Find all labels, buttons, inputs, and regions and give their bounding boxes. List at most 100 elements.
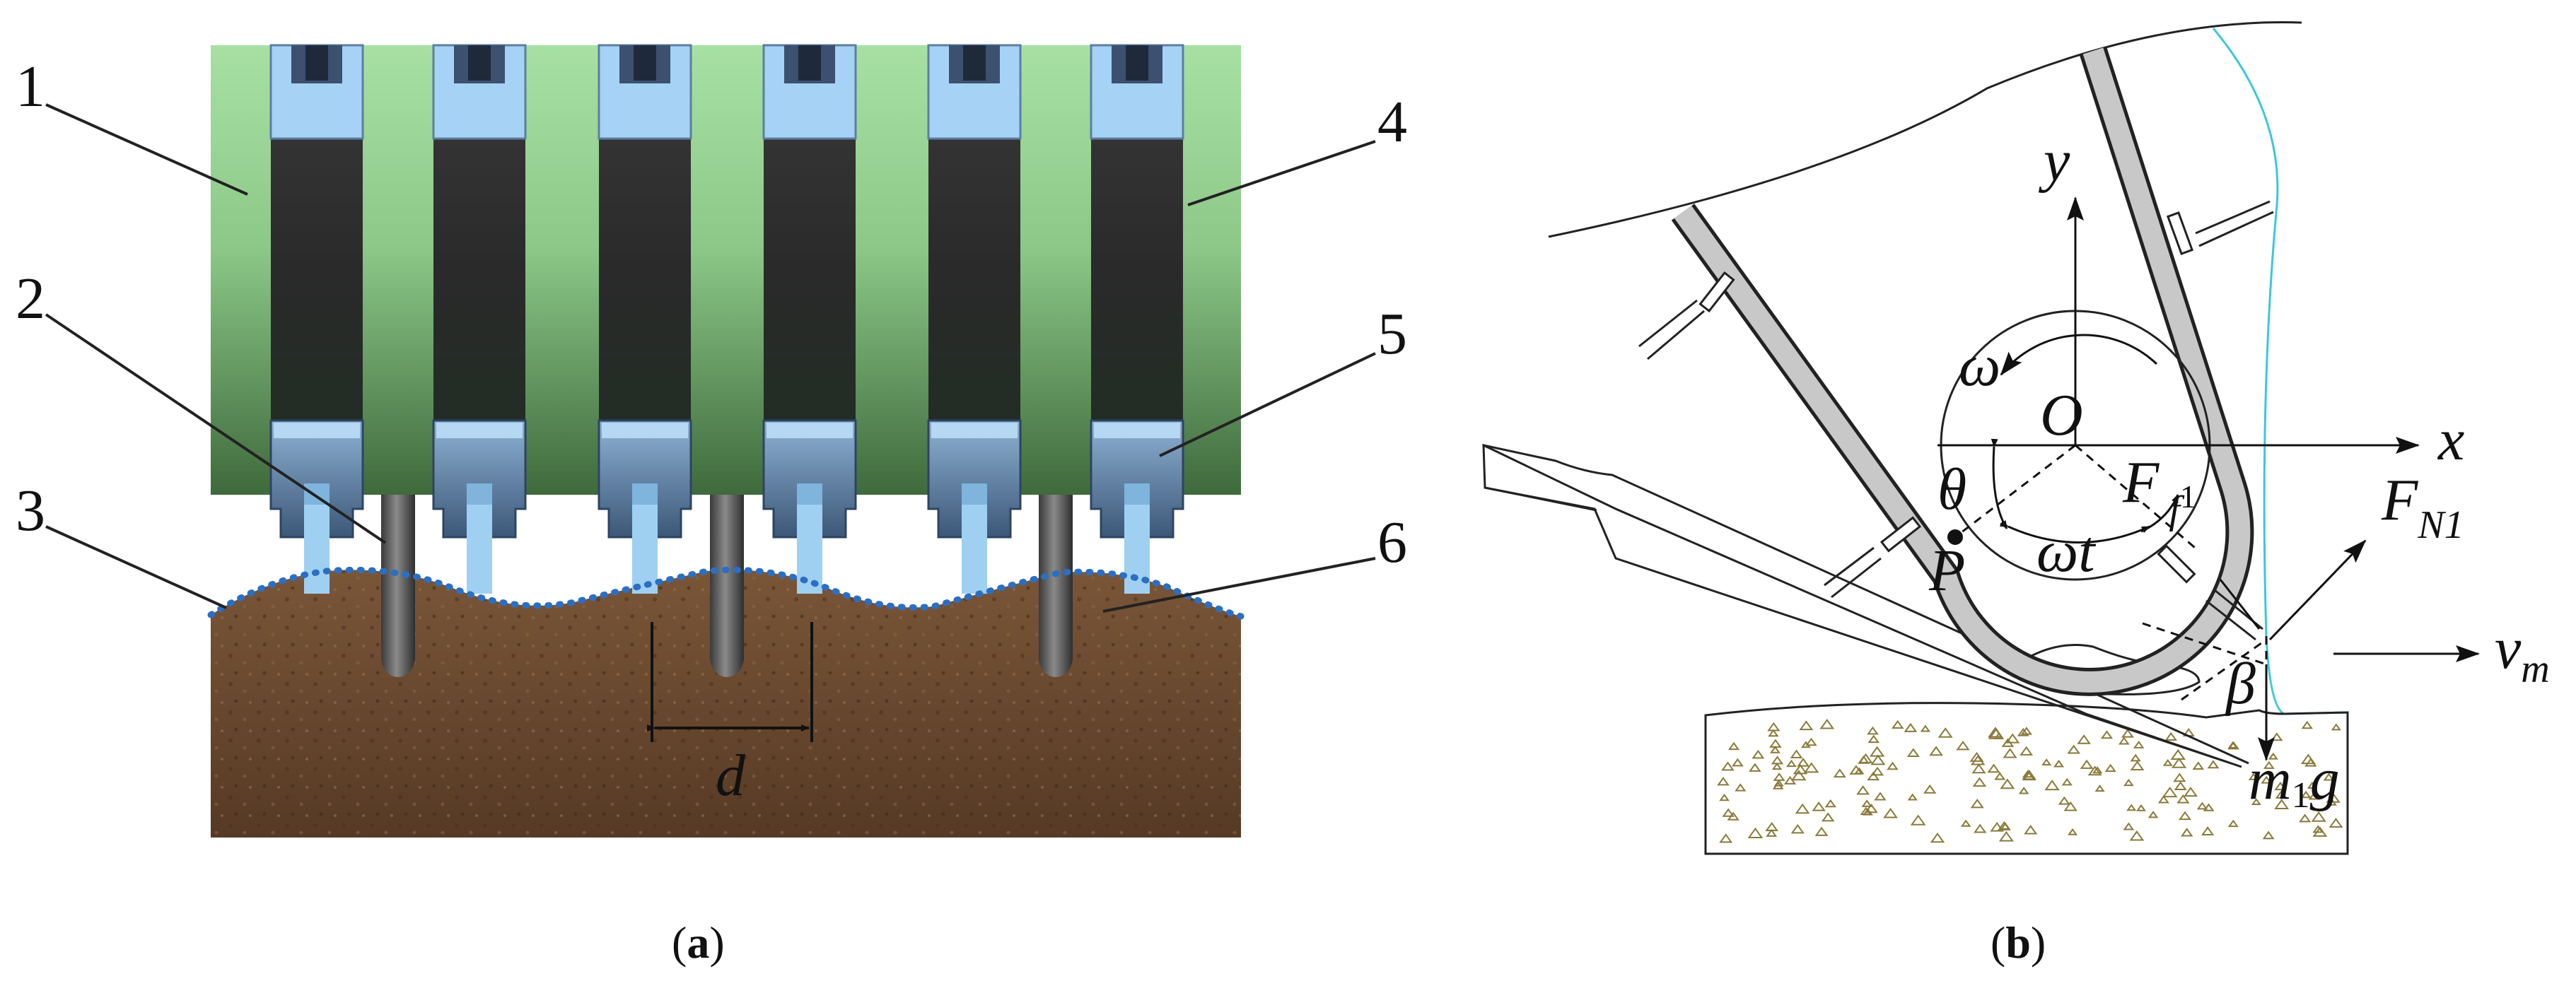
label-beta: β xyxy=(2225,651,2256,717)
panel-a: 1 2 3 4 5 6 d (a) xyxy=(16,44,1407,968)
soil-grain xyxy=(1752,749,1765,759)
soil-grain xyxy=(1867,734,1879,744)
top-slot-inner xyxy=(963,45,986,81)
soil-block xyxy=(1704,702,2349,855)
point-p xyxy=(1947,529,1963,545)
soil-grain xyxy=(1727,811,1739,821)
label-weight: m1g xyxy=(2249,746,2340,816)
flexible-tooth-root xyxy=(1124,483,1150,505)
soil-grain xyxy=(2248,773,2259,780)
soil-grain xyxy=(2005,733,2020,744)
soil-grain xyxy=(1727,741,1740,751)
flexible-tooth-root xyxy=(797,483,822,505)
flexible-tooth-root xyxy=(467,483,492,505)
soil-grain xyxy=(2119,736,2130,745)
soil-grain xyxy=(1719,833,1733,843)
soil-grain xyxy=(2271,732,2283,741)
bottom-block-highlight xyxy=(436,423,523,438)
soil-grain xyxy=(1906,748,1920,758)
bottom-block-highlight xyxy=(274,423,360,438)
soil-grain xyxy=(1814,826,1829,836)
soil-grain xyxy=(1920,724,1931,732)
leader-lines xyxy=(45,103,1376,613)
soil-grain xyxy=(2180,828,2193,837)
top-slot-inner xyxy=(634,45,656,81)
caption-b: (b) xyxy=(1991,917,2046,968)
label-omega-t: ωt xyxy=(2036,519,2097,585)
soil-grain xyxy=(1874,792,1887,801)
soil-grain xyxy=(1771,763,1783,770)
soil-grain xyxy=(2179,811,2192,821)
soil-grain xyxy=(1771,756,1784,765)
top-slot-inner xyxy=(305,45,328,81)
soil-grain xyxy=(2227,819,2239,828)
soil-grain xyxy=(1907,793,1918,801)
soil-grain xyxy=(1956,740,1970,751)
soil-grain xyxy=(2123,822,2135,830)
soil-grain xyxy=(1783,775,1797,785)
soil-grain xyxy=(2017,727,2029,736)
label-5: 5 xyxy=(1377,301,1407,367)
soil-grain xyxy=(2184,787,2198,797)
label-p: P xyxy=(1928,538,1965,604)
bottom-block-highlight xyxy=(1094,423,1180,438)
soil-grain xyxy=(2263,760,2275,769)
soil-grain xyxy=(2003,748,2017,758)
soil-grain xyxy=(1923,784,1937,794)
soil-grain xyxy=(1749,763,1761,772)
soil-grain xyxy=(2274,782,2287,791)
bottom-block xyxy=(762,419,857,539)
roller-drum xyxy=(211,45,1241,495)
label-omega: ω xyxy=(1959,333,2000,399)
roller-bands xyxy=(269,44,1184,594)
soil-grain xyxy=(1791,770,1807,781)
rigid-tine-tip xyxy=(1039,638,1073,677)
soil-grain xyxy=(1773,779,1784,787)
soil-grain xyxy=(2058,796,2070,805)
soil-grain xyxy=(1769,746,1781,753)
top-slot-inner xyxy=(798,45,821,81)
soil-grain xyxy=(2130,760,2145,770)
soil-grain xyxy=(1971,763,1986,774)
soil-grain xyxy=(1719,793,1730,801)
soil-grain xyxy=(2203,803,2215,811)
soil-grain xyxy=(1891,719,1904,729)
soil-grain xyxy=(1864,803,1878,813)
teeth-mounts xyxy=(1638,200,2274,641)
soil-grain xyxy=(2077,734,2091,744)
soil-grain xyxy=(1804,762,1819,773)
soil-grain xyxy=(2274,799,2290,809)
soil-grain xyxy=(1790,823,1805,834)
soil-grain xyxy=(1854,767,1865,775)
soil-grain xyxy=(2207,760,2220,769)
dimension-d xyxy=(647,622,813,742)
soil-grain xyxy=(2068,828,2078,835)
soil-grain xyxy=(1833,768,1846,778)
soil-grain xyxy=(1904,722,1918,732)
soil-grain xyxy=(2001,738,2015,747)
label-x: x xyxy=(2437,407,2464,473)
soil-grain xyxy=(1767,722,1781,732)
soil-grain xyxy=(2275,789,2287,799)
label-force-fn1: FN1 xyxy=(2381,467,2464,547)
soil-grain xyxy=(1722,808,1735,817)
soil-grain xyxy=(2000,822,2011,830)
soil-grain xyxy=(1735,783,1747,792)
omega-t-arc xyxy=(1999,519,2150,544)
soil-grain xyxy=(2262,830,2275,840)
soil-grain xyxy=(2130,753,2141,762)
soil-grain xyxy=(1990,821,2005,832)
frame-outline xyxy=(1548,21,2302,238)
soil-grain xyxy=(2041,758,2052,765)
soil-grain xyxy=(2123,778,2134,787)
top-block xyxy=(269,44,364,140)
bottom-block xyxy=(927,419,1022,539)
soil-grain xyxy=(1867,771,1880,781)
soil-grain xyxy=(1717,777,1730,786)
soil-grain xyxy=(2176,794,2190,804)
soil-grain xyxy=(1994,772,2006,780)
soil-grain xyxy=(2174,781,2187,790)
soil-grains xyxy=(1717,719,2343,843)
label-theta: θ xyxy=(1937,457,1966,522)
soil-grain xyxy=(1793,764,1808,775)
